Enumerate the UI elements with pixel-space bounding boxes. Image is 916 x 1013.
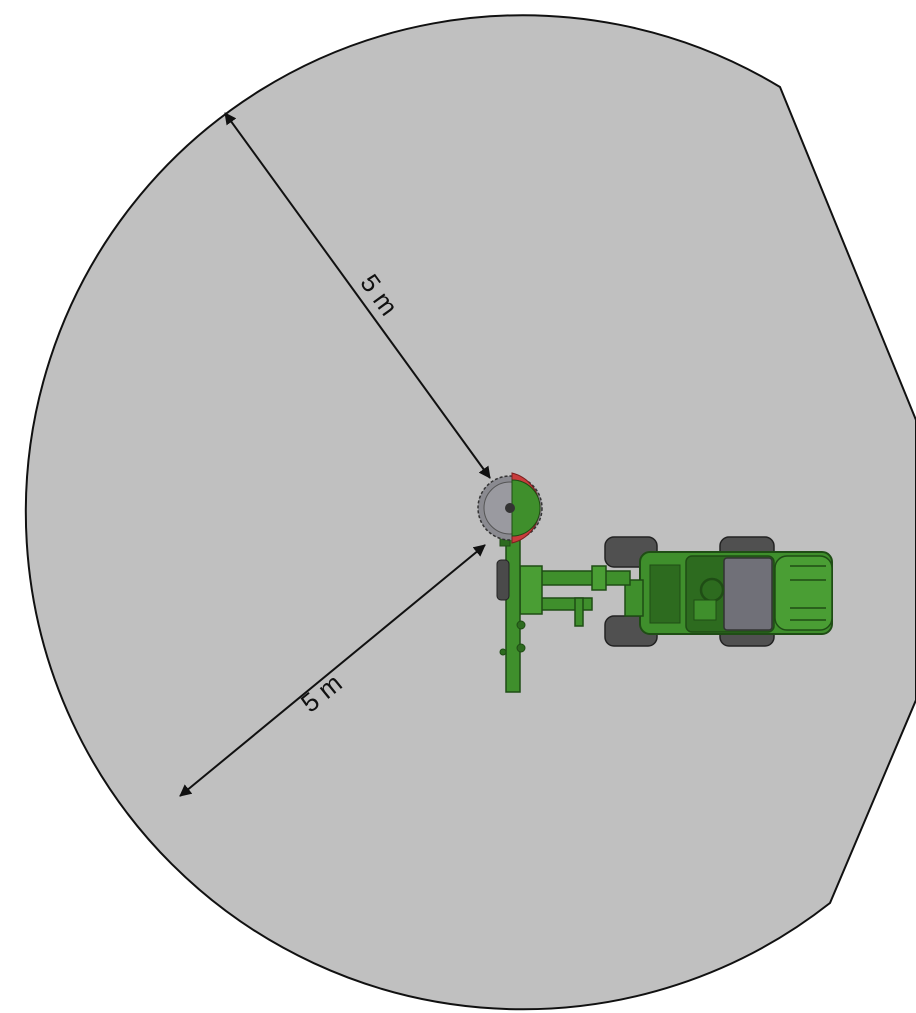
cab-roof <box>723 557 773 631</box>
circular-saw-icon <box>477 472 543 544</box>
dimension-arrow-upper <box>224 112 491 479</box>
engine-hood <box>774 555 833 631</box>
danger-zone <box>24 14 916 1011</box>
tractor-machine-icon <box>496 499 833 693</box>
dimension-arrow-lower <box>179 544 486 797</box>
